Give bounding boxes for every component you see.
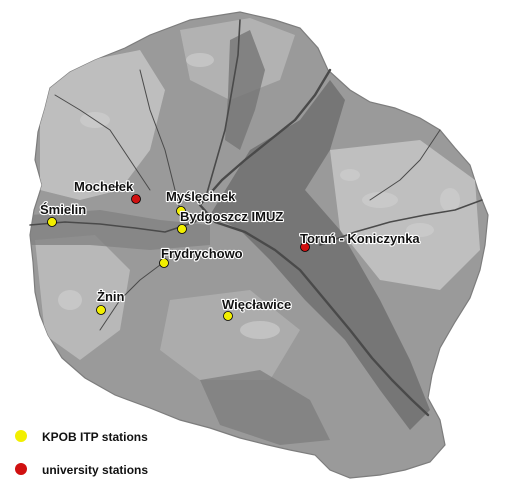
terrain-light-east bbox=[330, 140, 480, 290]
river-notec bbox=[29, 209, 206, 233]
station-label: Żnin bbox=[97, 289, 124, 304]
station-frydrychowo[interactable]: Frydrychowo bbox=[159, 245, 244, 268]
terrain-dark-north-valley bbox=[225, 30, 265, 150]
station-label: Myślęcinek bbox=[166, 189, 236, 204]
station-marker[interactable] bbox=[223, 311, 233, 321]
legend-item-kpob: KPOB ITP stations bbox=[15, 430, 148, 444]
station-label: Więcławice bbox=[222, 297, 291, 312]
terrain-light-center bbox=[160, 290, 300, 380]
station-marker[interactable] bbox=[96, 305, 106, 315]
station-marker[interactable] bbox=[177, 224, 187, 234]
station-marker[interactable] bbox=[300, 242, 310, 252]
legend-marker-red bbox=[15, 463, 27, 475]
river-small-south bbox=[99, 264, 161, 331]
station-smielin[interactable]: Śmielin bbox=[39, 201, 87, 227]
station-label: Śmielin bbox=[40, 202, 86, 217]
station-wieclawice[interactable]: Więcławice bbox=[221, 296, 292, 321]
river-small-east bbox=[369, 129, 441, 201]
river-brda bbox=[204, 19, 241, 201]
station-mochelek[interactable]: Mochełek bbox=[73, 178, 141, 204]
station-bydgoszcz[interactable]: Bydgoszcz IMUZ bbox=[177, 208, 284, 234]
station-label: Frydrychowo bbox=[161, 246, 243, 261]
station-marker[interactable] bbox=[47, 217, 57, 227]
terrain-light-southwest bbox=[35, 235, 130, 360]
station-marker[interactable] bbox=[131, 194, 141, 204]
river-drweca bbox=[319, 199, 483, 246]
river-vistula bbox=[198, 68, 430, 417]
legend-label: university stations bbox=[42, 463, 148, 477]
terrain-patches bbox=[58, 53, 460, 339]
legend-marker-yellow bbox=[15, 430, 27, 442]
legend-item-university: university stations bbox=[15, 463, 148, 477]
stations-layer: Mochełek Myślęcinek Bydgoszcz IMUZ Śmiel… bbox=[39, 178, 422, 321]
station-znin[interactable]: Żnin bbox=[96, 288, 126, 315]
terrain-dark-south bbox=[200, 370, 330, 445]
legend-label: KPOB ITP stations bbox=[42, 430, 148, 444]
river-small-west bbox=[139, 69, 181, 211]
map-legend: KPOB ITP stations university stations bbox=[15, 430, 148, 477]
station-label: Bydgoszcz IMUZ bbox=[180, 209, 283, 224]
terrain-shading bbox=[30, 18, 480, 445]
terrain-dark-noteć-valley bbox=[30, 210, 210, 250]
station-marker[interactable] bbox=[176, 206, 186, 216]
terrain-dark-vistula-valley bbox=[210, 80, 430, 430]
rivers bbox=[29, 19, 483, 417]
station-label: Mochełek bbox=[74, 179, 134, 194]
station-myslecinek[interactable]: Myślęcinek bbox=[165, 188, 237, 216]
station-marker[interactable] bbox=[159, 258, 169, 268]
river-small-northwest bbox=[54, 94, 151, 191]
station-torun[interactable]: Toruń - Koniczynka bbox=[299, 230, 422, 252]
station-label: Toruń - Koniczynka bbox=[300, 231, 420, 246]
